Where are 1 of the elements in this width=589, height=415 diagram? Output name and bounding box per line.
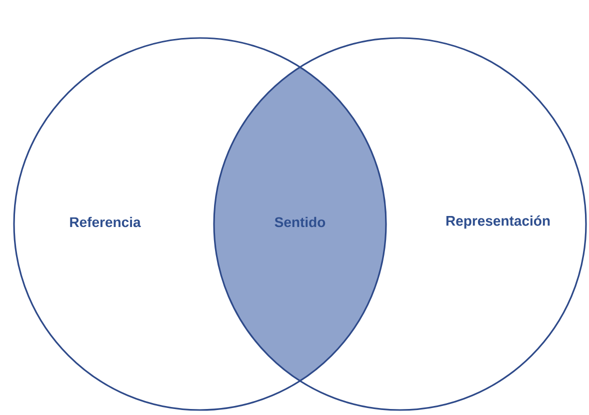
overlap-region: Sentido <box>214 38 386 410</box>
